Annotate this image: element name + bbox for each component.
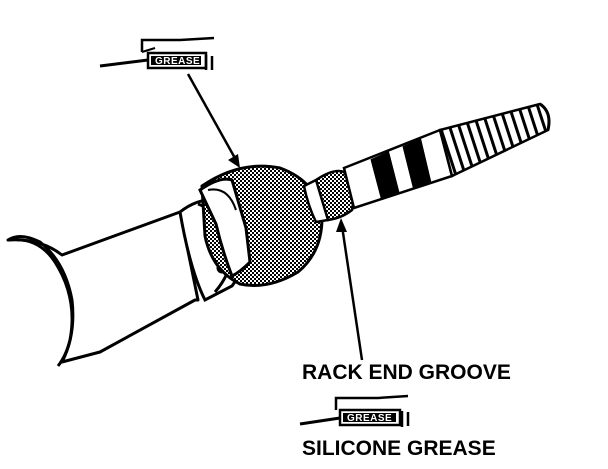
- rack-end-groove-label: RACK END GROOVE: [302, 361, 511, 384]
- rack-housing: [6, 210, 200, 367]
- grease-gun-icon-lower: GREASE: [299, 394, 410, 427]
- grease-gun-icon-upper: GREASE: [99, 36, 215, 70]
- leader-arrow-rack-groove: [336, 218, 364, 361]
- knurled-ball-joint: [198, 164, 324, 287]
- threaded-tip: [438, 102, 551, 178]
- silicone-grease-label: SILICONE GREASE: [302, 437, 496, 460]
- grease-gun-label-upper: GREASE: [155, 56, 200, 67]
- rack-end-groove: [302, 169, 355, 224]
- grease-gun-label-lower: GREASE: [347, 413, 392, 424]
- leader-arrow-upper: [186, 73, 240, 168]
- splined-shaft: [342, 128, 454, 210]
